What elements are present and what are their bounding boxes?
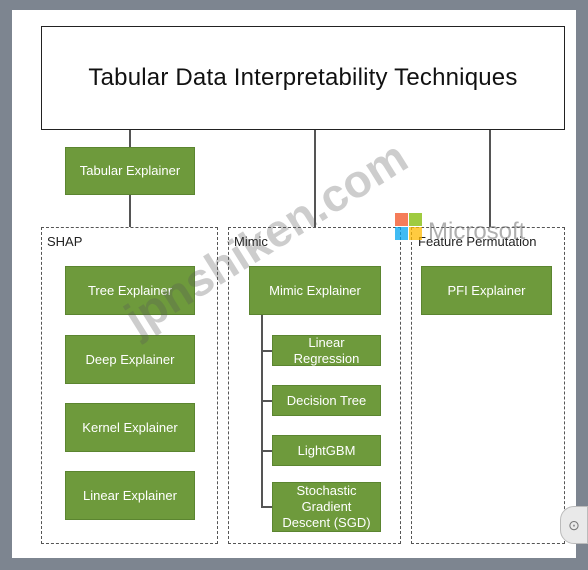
tabular-explainer-label: Tabular Explainer	[79, 163, 181, 178]
decision-tree-node: Decision Tree	[272, 385, 381, 416]
pfi-explainer-node: PFI Explainer	[421, 266, 552, 315]
diagram-title: Tabular Data Interpretability Techniques	[88, 64, 518, 91]
mimic-group-label: Mimic	[234, 234, 268, 249]
deep-explainer-label: Deep Explainer	[85, 351, 175, 367]
decision-tree-label: Decision Tree	[286, 392, 367, 408]
microsoft-watermark-text: Microsoft	[428, 218, 526, 245]
linear-regression-node: Linear Regression	[272, 335, 381, 366]
lightgbm-node: LightGBM	[272, 435, 381, 466]
mimic-explainer-node: Mimic Explainer	[249, 266, 381, 315]
kernel-explainer-node: Kernel Explainer	[65, 403, 195, 452]
pfi-group	[411, 227, 565, 544]
diagram-title-box: Tabular Data Interpretability Techniques	[41, 26, 565, 130]
pfi-explainer-label: PFI Explainer	[447, 282, 526, 298]
tree-explainer-node: Tree Explainer	[65, 266, 195, 315]
sgd-label: Stochastic Gradient Descent (SGD)	[282, 483, 371, 530]
sgd-node: Stochastic Gradient Descent (SGD)	[272, 482, 381, 532]
mimic-branch-3	[261, 450, 272, 452]
mimic-branch-2	[261, 400, 272, 402]
microsoft-logo-icon	[395, 213, 423, 241]
tabular-explainer-node: Tabular Explainer	[65, 147, 195, 195]
connector-tabular-to-shap	[129, 195, 131, 227]
linear-regression-label: Linear Regression	[293, 334, 360, 366]
mimic-tree-trunk	[261, 315, 263, 507]
kernel-explainer-label: Kernel Explainer	[82, 419, 178, 435]
shap-group	[41, 227, 218, 544]
mimic-group	[228, 227, 401, 544]
mimic-branch-4	[261, 506, 272, 508]
linear-explainer-label: Linear Explainer	[83, 487, 177, 503]
lightgbm-label: LightGBM	[297, 442, 356, 458]
connector-title-to-tabular	[129, 130, 131, 148]
scroll-corner-icon[interactable]: ⊙	[560, 506, 588, 544]
shap-group-label: SHAP	[47, 234, 83, 249]
connector-title-to-mimic	[314, 130, 316, 227]
connector-title-to-pfi	[489, 130, 491, 227]
linear-explainer-node: Linear Explainer	[65, 471, 195, 520]
mimic-explainer-label: Mimic Explainer	[269, 282, 361, 298]
mimic-branch-1	[261, 350, 272, 352]
deep-explainer-node: Deep Explainer	[65, 335, 195, 384]
pfi-group-label: Feature Permutation	[418, 234, 537, 249]
tree-explainer-label: Tree Explainer	[87, 282, 173, 298]
